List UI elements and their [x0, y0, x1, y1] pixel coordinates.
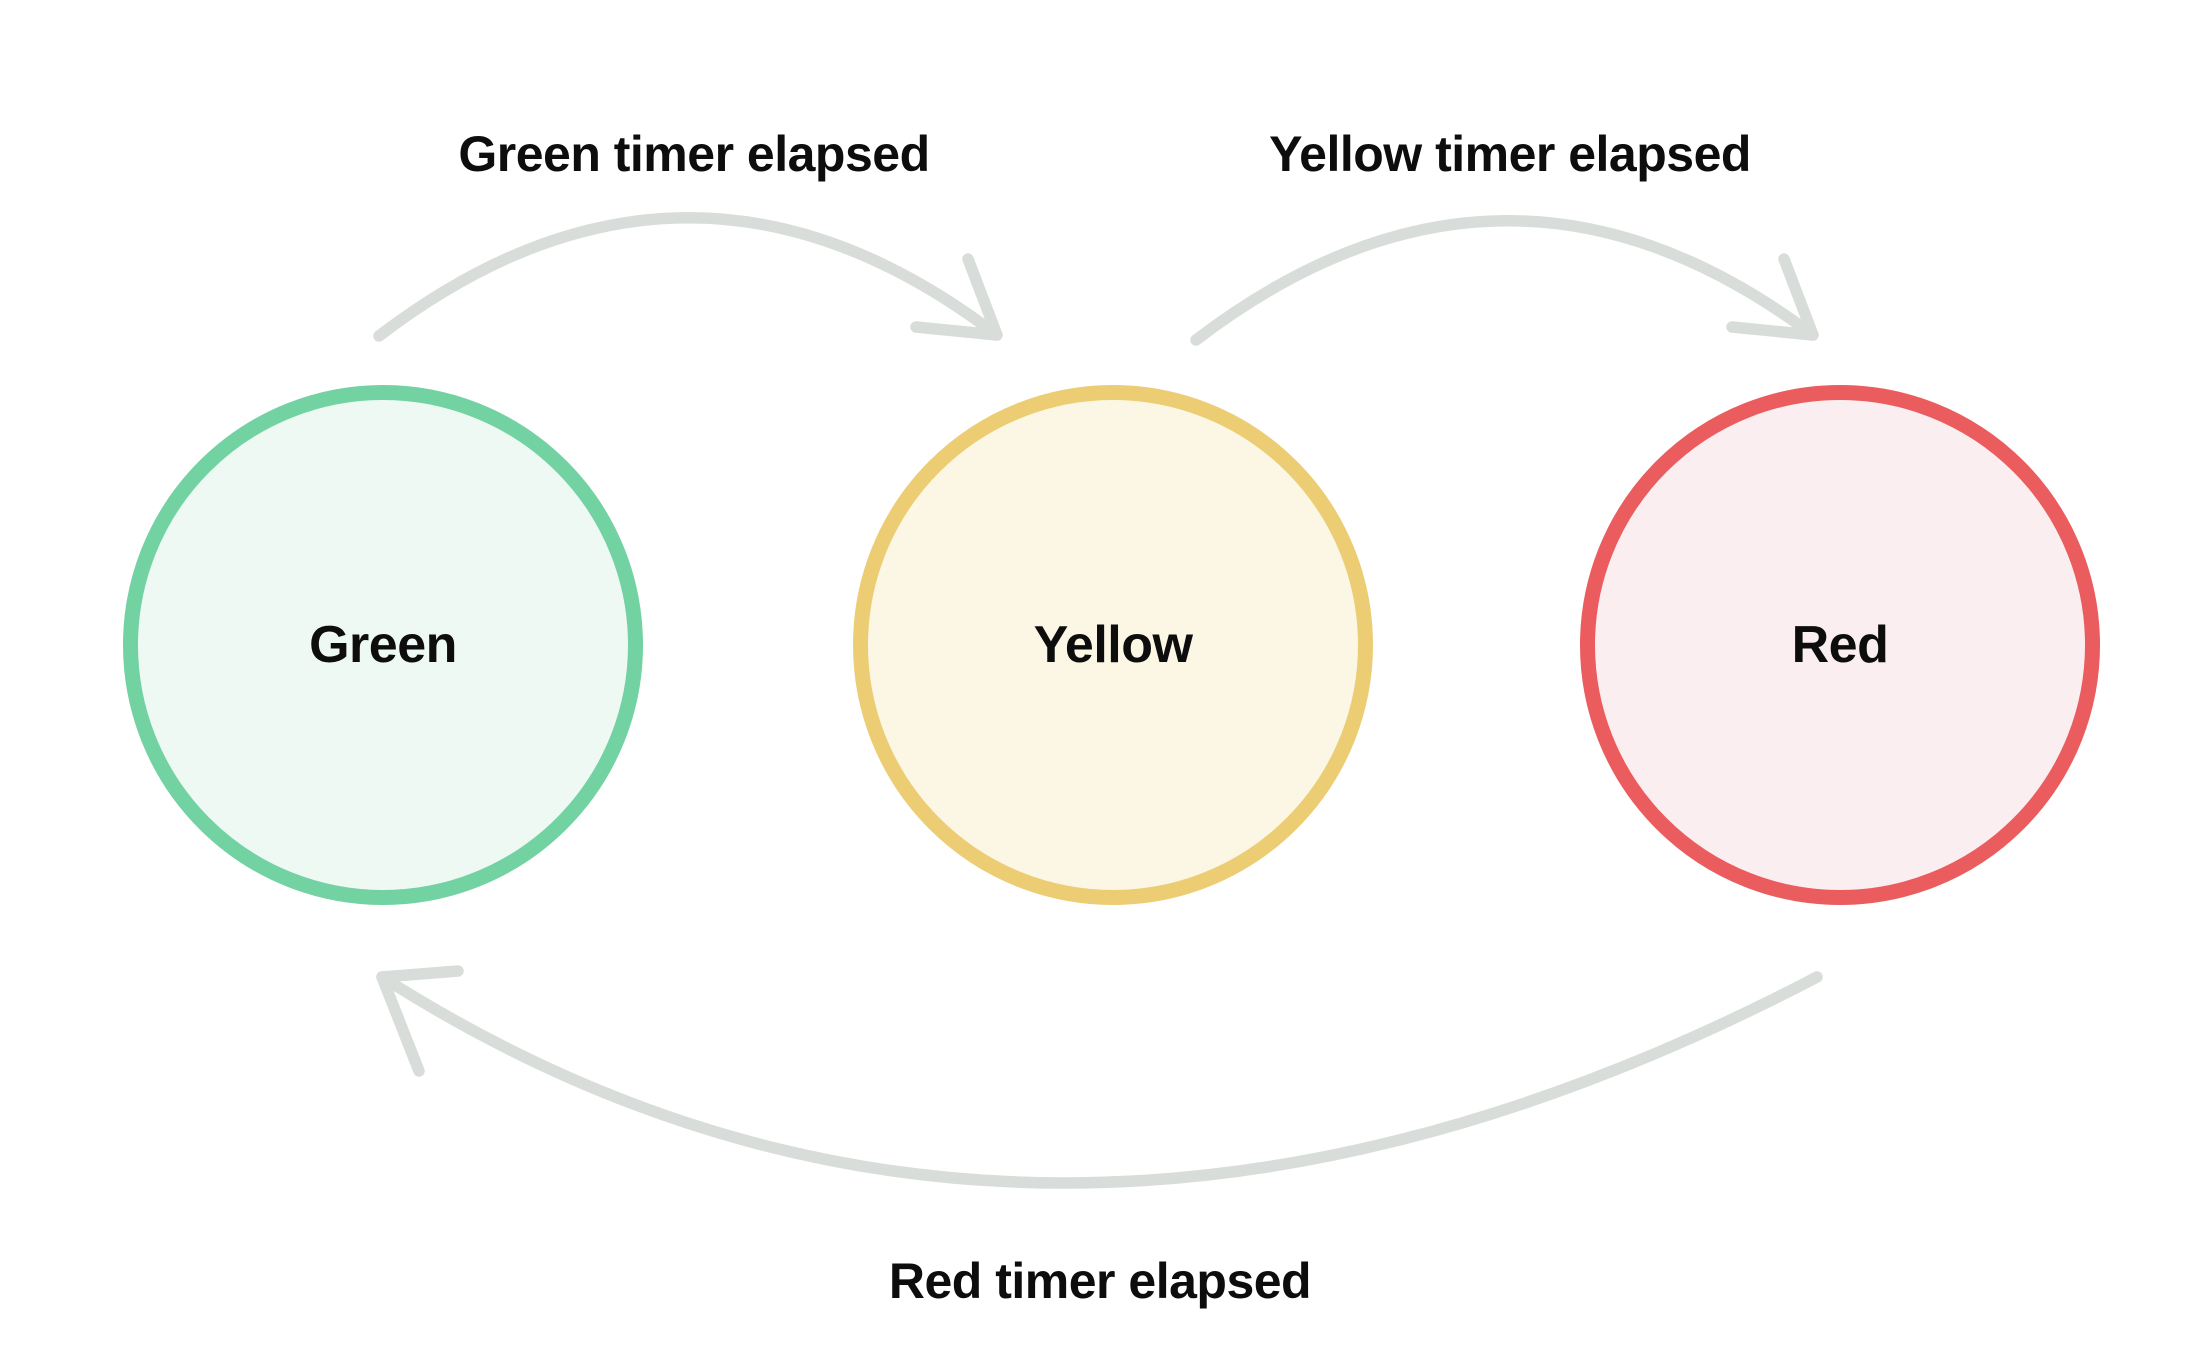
transition-arrow-yellow-to-red: [1190, 215, 1819, 346]
state-label-green: Green: [309, 616, 457, 674]
arrowhead-red-to-green-icon: [376, 965, 464, 1077]
transition-label-yellow-to-red: Yellow timer elapsed: [1269, 126, 1751, 182]
state-label-red: Red: [1791, 616, 1889, 674]
arrowhead-yellow-to-red-icon: [1726, 253, 1819, 341]
transition-label-red-to-green: Red timer elapsed: [888, 1253, 1312, 1309]
arrowhead-green-to-yellow-icon: [910, 253, 1003, 341]
state-label-yellow: Yellow: [1033, 616, 1193, 674]
transition-label-green-to-yellow: Green timer elapsed: [458, 126, 930, 182]
state-node-red: Red: [1580, 385, 2100, 905]
transition-arrow-green-to-yellow: [373, 212, 1003, 342]
transition-arrow-red-to-green: [376, 971, 1823, 1189]
state-node-green: Green: [123, 385, 643, 905]
state-node-yellow: Yellow: [853, 385, 1373, 905]
